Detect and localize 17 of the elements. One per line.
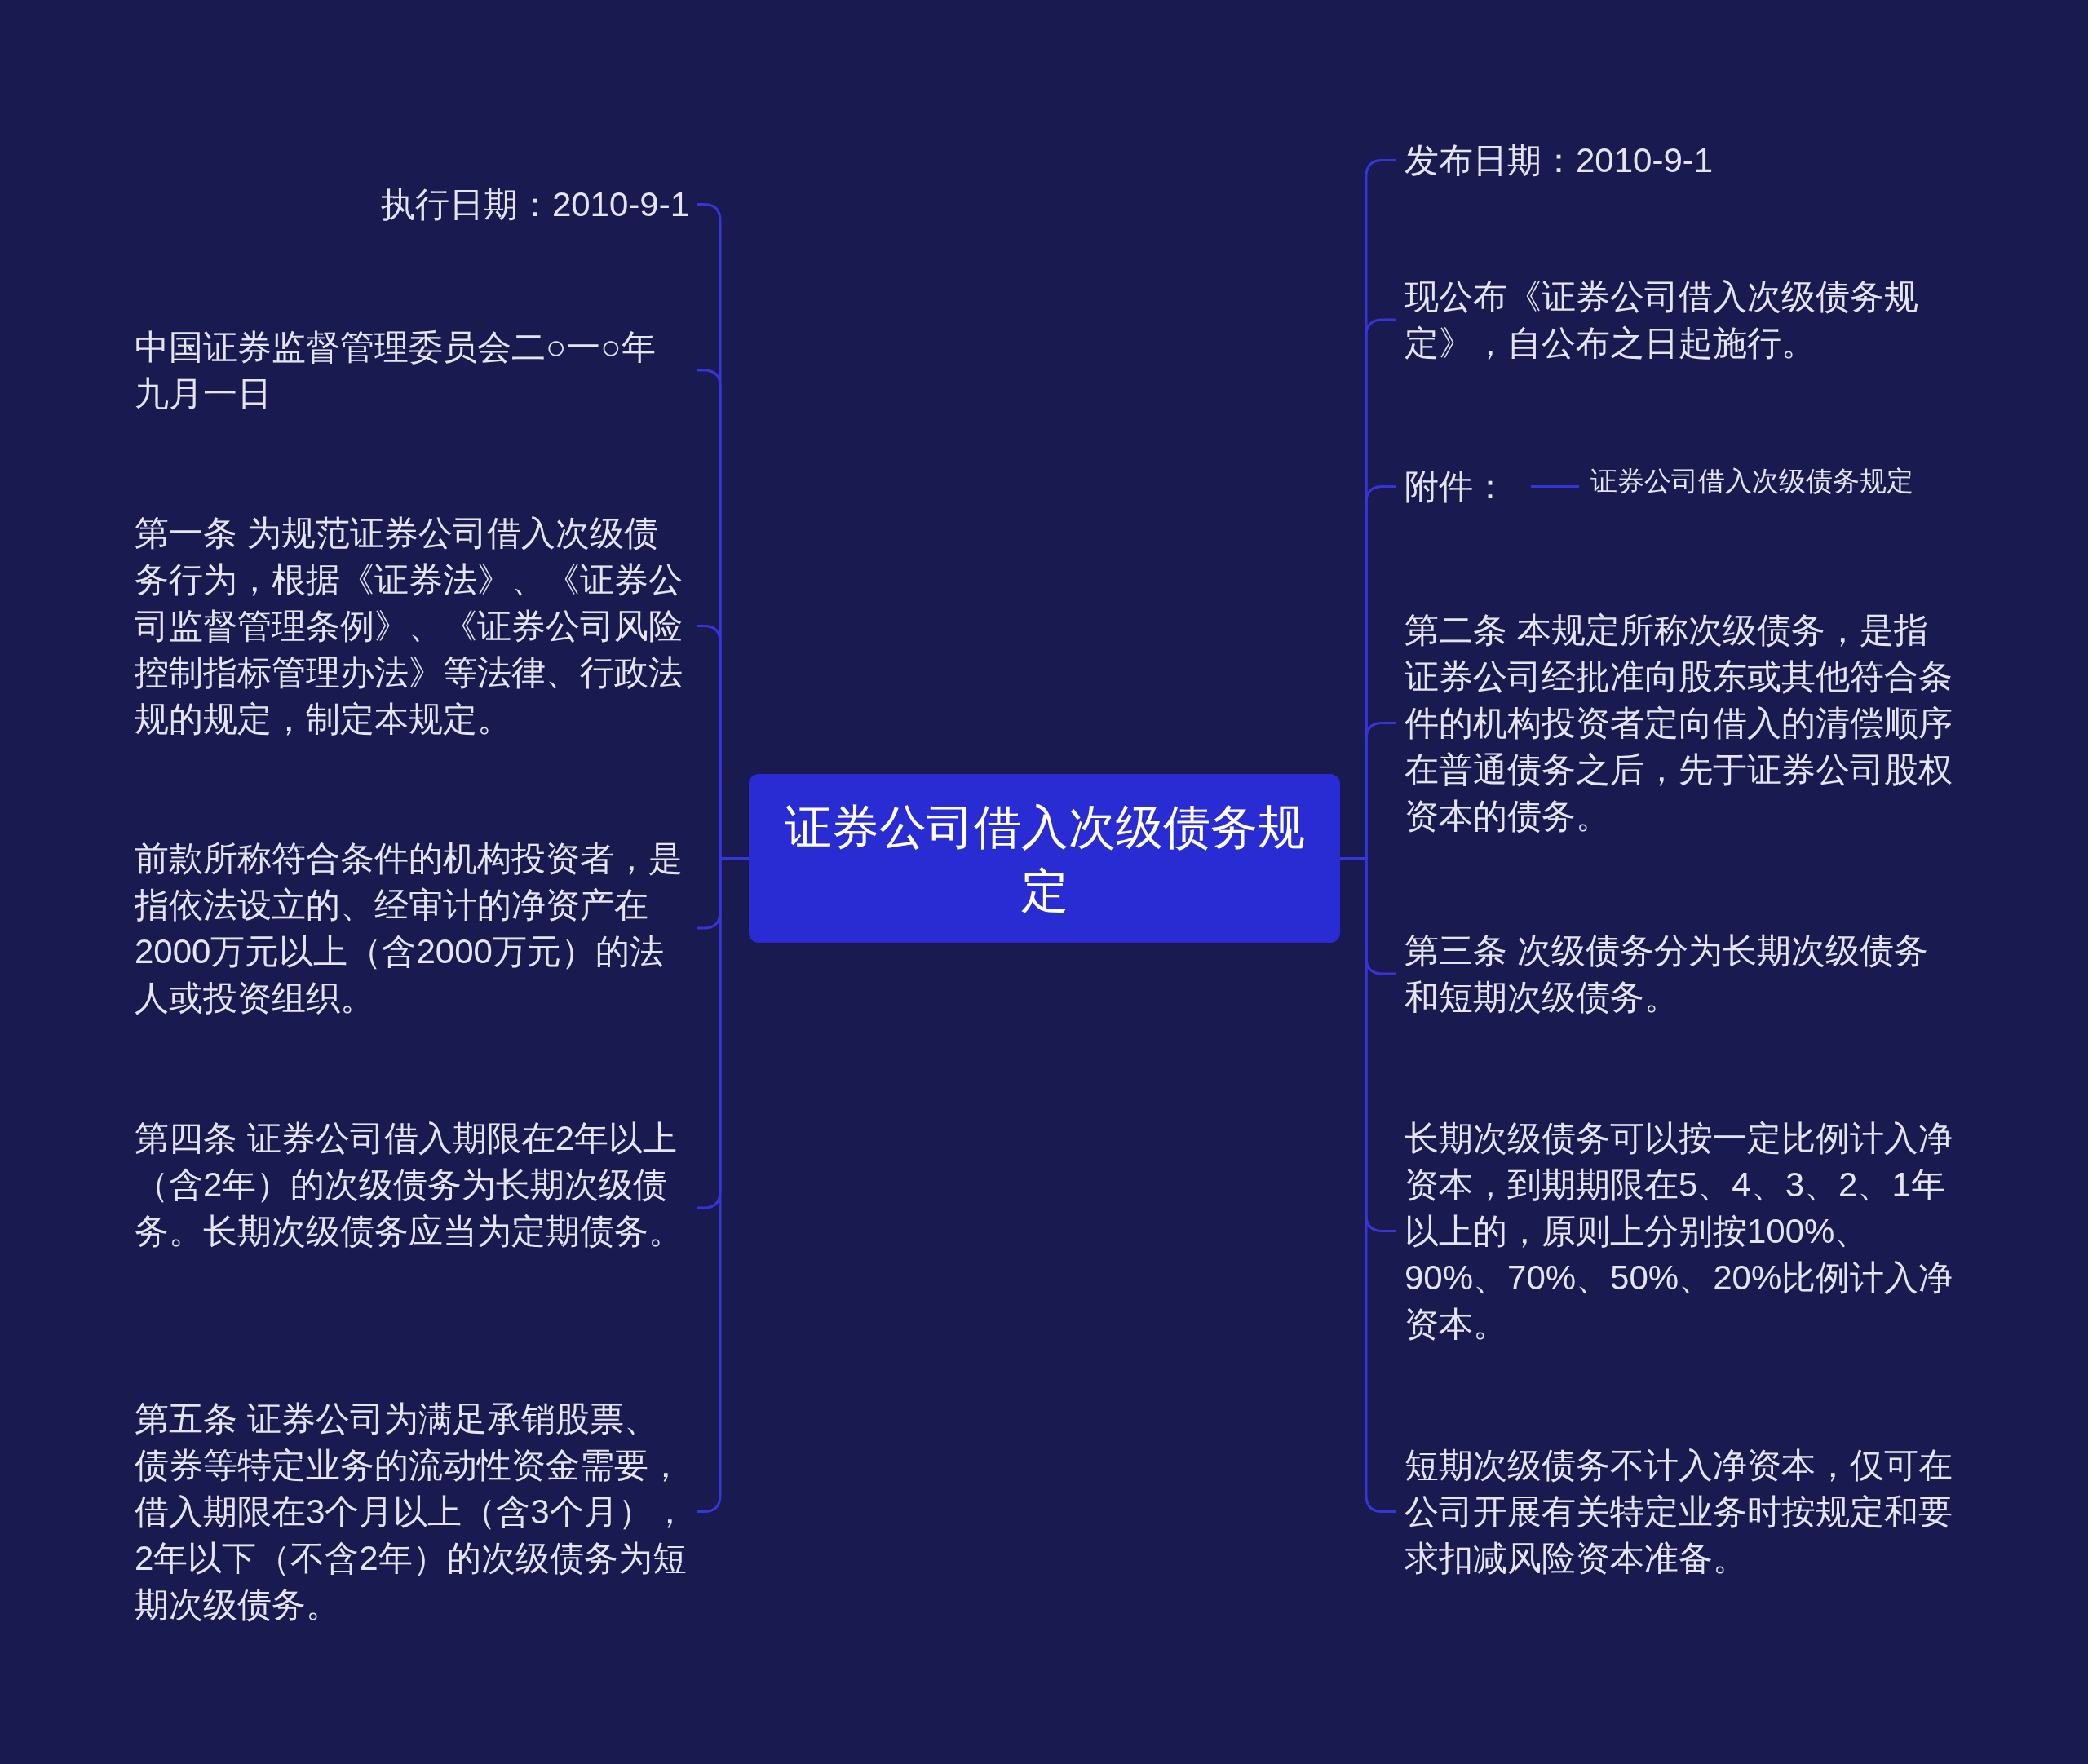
topic-text: 附件： (1405, 466, 1507, 507)
central-topic-box (749, 774, 1340, 943)
topic-text: 第二条 本规定所称次级债务，是指证券公司经批准向股东或其他符合条件的机构投资者定向借入的清偿顺序在普通债务之后，先于证券公司股权资本的债务。 (1405, 610, 1953, 837)
topic-text: 现公布《证券公司借入次级债务规定》，自公布之日起施行。 (1405, 276, 1919, 364)
topic-text: 发布日期：2010-9-1 (1405, 140, 1714, 181)
topic-text: 执行日期：2010-9-1 (380, 184, 689, 225)
topic-text: 第一条 为规范证券公司借入次级债务行为，根据《证券法》、《证券公司监督管理条例》、《证券公司风险控制指标管理办法》等法律、行政法规的规定，制定本规定。 (135, 513, 683, 740)
topic-text: 第三条 次级债务分为长期次级债务和短期次级债务。 (1405, 931, 1929, 1018)
topic-text: 第四条 证券公司借入期限在2年以上（含2年）的次级债务为长期次级债务。长期次级债务应当为定期债务。 (135, 1118, 683, 1252)
topic-text: 长期次级债务可以按一定比例计入净资本，到期期限在5、4、3、2、1年以上的，原则上分别按100%、90%、70%、50%、20%比例计入净资本。 (1405, 1118, 1954, 1345)
topic-text: 第五条 证券公司为满足承销股票、债券等特定业务的流动性资金需要，借入期限在3个月以上（含3个月），2年以下（不含2年）的次级债务为短期次级债务。 (135, 1399, 688, 1625)
topic-text: 前款所称符合条件的机构投资者，是指依法设立的、经审计的净资产在2000万元以上（含2000万元）的法人或投资组织。 (135, 838, 683, 1019)
topic-text: 证券公司借入次级债务规定 (783, 798, 1306, 918)
connector-line (1531, 485, 1579, 488)
topic-text: 中国证券监督管理委员会二○一○年九月一日 (135, 327, 657, 414)
topic-text: 证券公司借入次级债务规定 (1590, 465, 1913, 497)
topic-text: 短期次级债务不计入净资本，仅可在公司开展有关特定业务时按规定和要求扣减风险资本准备。 (1405, 1445, 1953, 1579)
